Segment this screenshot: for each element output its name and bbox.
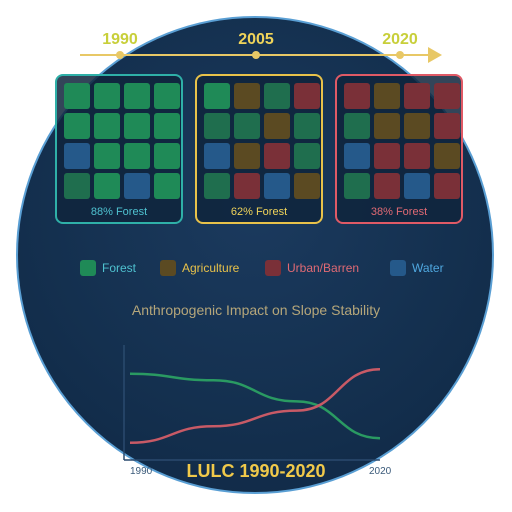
lulc-cell-urban [344, 83, 370, 109]
lulc-cell-water [404, 173, 430, 199]
lulc-cell-forest [154, 83, 180, 109]
year-label-1990: 1990 [102, 31, 138, 48]
lulc-panel-1990: 88% Forest [55, 74, 183, 224]
impact-title: Anthropogenic Impact on Slope Stability [131, 302, 381, 318]
lulc-cell-forest [94, 173, 120, 199]
lulc-panel-2005: 62% Forest [195, 74, 323, 224]
lulc-cell-agriculture [264, 113, 290, 139]
lulc-cell-forest-dark [64, 173, 90, 199]
lulc-cell-forest [204, 83, 230, 109]
lulc-cell-water [204, 143, 230, 169]
lulc-cell-forest [124, 113, 150, 139]
timeline-dot-1990 [116, 51, 124, 59]
x-tick-label: 1990 [130, 466, 153, 477]
year-label-2005: 2005 [238, 31, 274, 48]
lulc-cell-forest-dark [264, 83, 290, 109]
lulc-grid [344, 83, 460, 199]
lulc-cell-water [64, 143, 90, 169]
lulc-cell-urban [434, 83, 460, 109]
timeline-dot-2020 [396, 51, 404, 59]
lulc-cell-forest [94, 113, 120, 139]
lulc-cell-agriculture [434, 143, 460, 169]
series-line-0 [129, 372, 381, 440]
legend-item-urban: Urban/Barren [265, 260, 359, 276]
lulc-cell-forest-dark [234, 113, 260, 139]
lulc-cell-urban [294, 83, 320, 109]
lulc-cell-water [264, 173, 290, 199]
lulc-cell-forest [64, 113, 90, 139]
lulc-cell-forest [94, 83, 120, 109]
panel-caption: 62% Forest [230, 206, 288, 218]
lulc-cell-water [344, 143, 370, 169]
main-title: LULC 1990-2020 [186, 461, 326, 481]
lulc-grid [204, 83, 320, 199]
series-line-1 [129, 367, 381, 445]
lulc-panel-2020: 38% Forest [335, 74, 463, 224]
lulc-cell-agriculture [294, 173, 320, 199]
x-tick-label: 2020 [369, 466, 392, 477]
legend-item-water: Water [390, 260, 444, 276]
legend-item-agriculture: Agriculture [160, 260, 239, 276]
lulc-cell-forest [124, 143, 150, 169]
year-label-2020: 2020 [382, 31, 418, 48]
panel-caption: 38% Forest [370, 206, 428, 218]
lulc-cell-agriculture [234, 83, 260, 109]
lulc-grid [64, 83, 180, 199]
lulc-cell-agriculture [374, 83, 400, 109]
lulc-cell-agriculture [234, 143, 260, 169]
lulc-cell-urban [404, 143, 430, 169]
lulc-cell-forest-dark [294, 143, 320, 169]
lulc-cell-forest-dark [204, 113, 230, 139]
legend-label: Urban/Barren [287, 261, 360, 275]
timeline-dot-2005 [252, 51, 260, 59]
legend-swatch [80, 260, 96, 276]
lulc-cell-urban [434, 173, 460, 199]
lulc-cell-forest-dark [204, 173, 230, 199]
lulc-cell-urban [374, 173, 400, 199]
lulc-cell-forest [154, 173, 180, 199]
legend-label: Water [412, 261, 444, 275]
lulc-cell-forest [124, 83, 150, 109]
legend-item-forest: Forest [80, 260, 136, 276]
lulc-cell-forest [154, 113, 180, 139]
lulc-cell-urban [264, 143, 290, 169]
lulc-cell-forest [154, 143, 180, 169]
timeline-arrow-icon [428, 47, 442, 63]
legend-label: Forest [102, 261, 137, 275]
lulc-cell-forest [64, 83, 90, 109]
lulc-cell-urban [374, 143, 400, 169]
lulc-cell-forest [94, 143, 120, 169]
panel-caption: 88% Forest [90, 206, 148, 218]
lulc-cell-water [124, 173, 150, 199]
lulc-cell-agriculture [374, 113, 400, 139]
lulc-cell-forest-dark [294, 113, 320, 139]
lulc-cell-agriculture [404, 113, 430, 139]
legend-swatch [265, 260, 281, 276]
legend-label: Agriculture [182, 261, 240, 275]
lulc-cell-urban [234, 173, 260, 199]
lulc-cell-urban [404, 83, 430, 109]
lulc-cell-forest-dark [344, 173, 370, 199]
lulc-cell-urban [434, 113, 460, 139]
lulc-cell-forest-dark [344, 113, 370, 139]
legend-swatch [390, 260, 406, 276]
legend-swatch [160, 260, 176, 276]
